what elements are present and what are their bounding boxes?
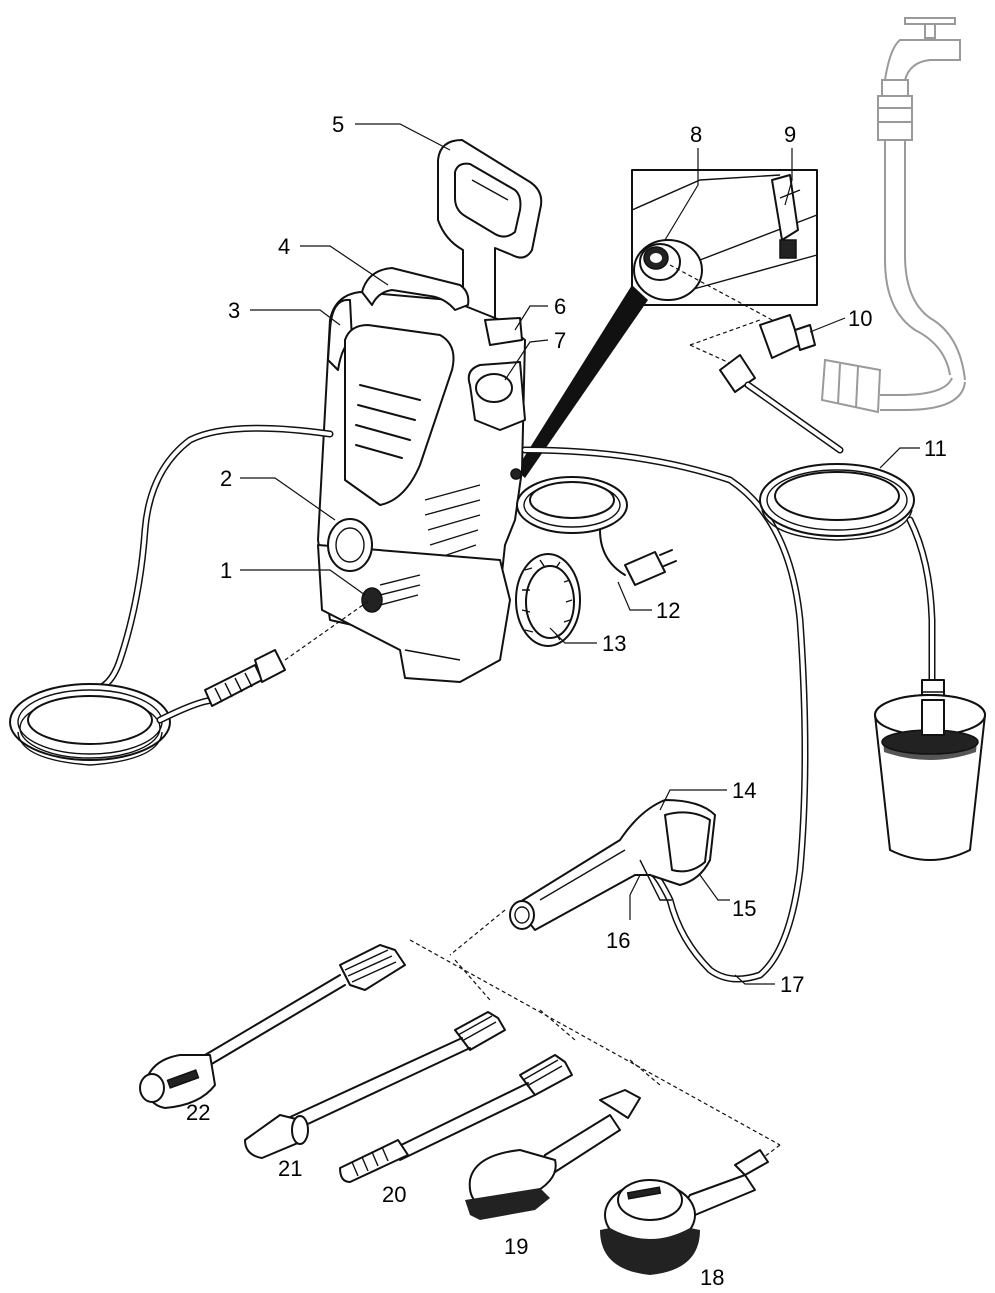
callout-8: 8 (690, 122, 702, 147)
callout-12: 12 (656, 598, 680, 623)
gun-hose (521, 446, 809, 983)
water-tap-illustration (820, 17, 966, 414)
callout-19: 19 (504, 1234, 528, 1259)
callout-13: 13 (602, 631, 626, 656)
callout-1: 1 (220, 558, 232, 583)
callout-16: 16 (606, 928, 630, 953)
callout-10: 10 (848, 306, 872, 331)
spray-gun (449, 799, 716, 956)
callout-5: 5 (332, 112, 344, 137)
callout-7: 7 (554, 328, 566, 353)
leader-lines (240, 123, 920, 985)
callout-3: 3 (228, 298, 240, 323)
callout-21: 21 (278, 1156, 302, 1181)
callout-15: 15 (732, 896, 756, 921)
accessories-row (139, 939, 781, 1275)
callout-14: 14 (732, 778, 756, 803)
power-cable (516, 476, 677, 586)
pressure-washer-unit (317, 139, 581, 683)
callout-2: 2 (220, 466, 232, 491)
callout-18: 18 (700, 1265, 724, 1290)
callout-11: 11 (924, 436, 947, 461)
callout-6: 6 (554, 294, 566, 319)
callout-17: 17 (780, 972, 804, 997)
callout-22: 22 (186, 1100, 210, 1125)
high-pressure-hose (9, 424, 371, 766)
callout-9: 9 (784, 122, 796, 147)
callout-4: 4 (278, 234, 290, 259)
callout-20: 20 (382, 1182, 406, 1207)
suction-hose-assembly (669, 264, 986, 861)
inset-detail-box (516, 169, 818, 478)
callout-labels: 1 2 3 4 5 6 7 8 9 10 11 12 13 14 15 16 1… (186, 112, 947, 1290)
